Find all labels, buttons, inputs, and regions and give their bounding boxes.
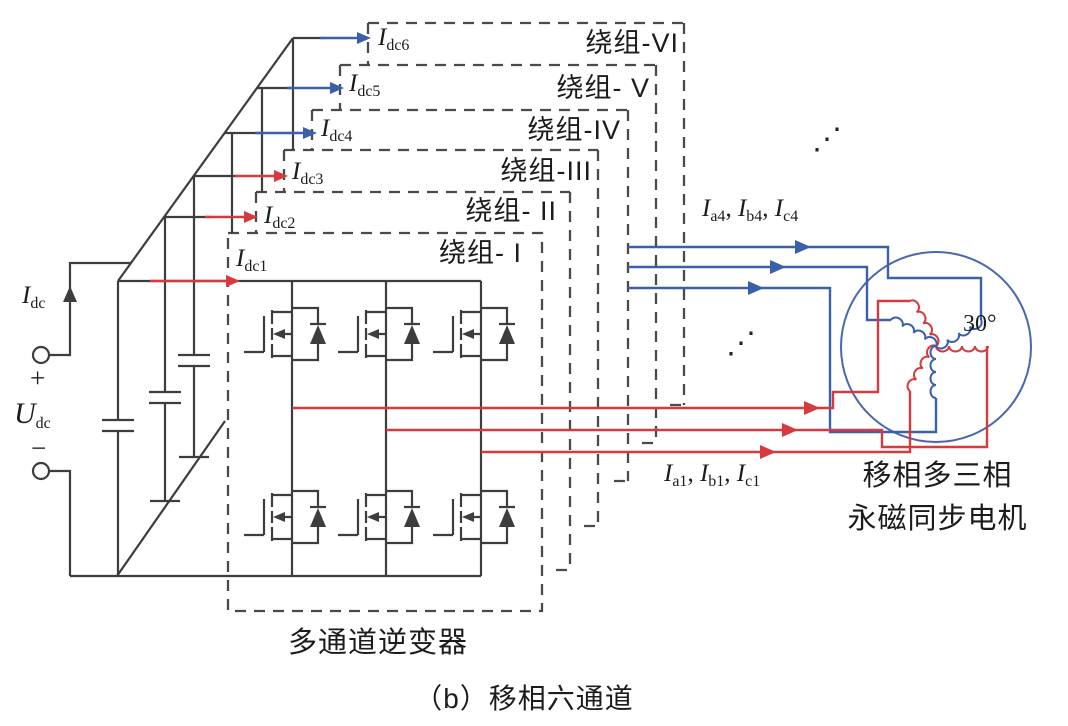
label-idc: Idc bbox=[22, 282, 46, 312]
label-idc1: Idc1 bbox=[236, 245, 268, 275]
minus-sign: − bbox=[31, 433, 47, 463]
plus-sign: + bbox=[30, 363, 46, 393]
bus-v2 bbox=[150, 217, 180, 503]
label-idc5: Idc5 bbox=[349, 70, 381, 100]
phase-lines-channel-1 bbox=[292, 299, 989, 454]
motor-circle bbox=[840, 251, 1032, 443]
label-idc2: Idc2 bbox=[264, 202, 296, 232]
label-winding-3: 绕组-III bbox=[500, 156, 592, 186]
label-idc4: Idc4 bbox=[321, 115, 353, 145]
inverter-channel-1 bbox=[290, 281, 483, 576]
capacitor-1 bbox=[102, 418, 134, 433]
mosfet-upper-c bbox=[431, 306, 517, 362]
mosfet-upper-a bbox=[242, 306, 328, 362]
label-udc: Udc bbox=[14, 397, 51, 432]
label-phase-shift-angle: 30° bbox=[963, 311, 997, 337]
mosfet-lower-c bbox=[431, 489, 517, 545]
lower-diagonal bbox=[116, 420, 226, 577]
positive-terminal bbox=[31, 345, 51, 365]
winding-box-6 bbox=[366, 21, 686, 407]
bus-v3 bbox=[179, 176, 209, 459]
figure-caption: （b）移相六通道 bbox=[414, 683, 634, 714]
mosfet-lower-a bbox=[242, 489, 328, 545]
mosfet-upper-b bbox=[336, 306, 422, 362]
winding-box-3 bbox=[282, 148, 600, 528]
winding-box-2 bbox=[254, 190, 572, 572]
mosfet-lower-b bbox=[336, 489, 422, 545]
motor-name-line1: 移相多三相 bbox=[862, 460, 1013, 492]
blue-arrowheads bbox=[748, 240, 811, 295]
capacitor-2 bbox=[149, 390, 181, 405]
label-winding-4: 绕组-IV bbox=[527, 115, 621, 145]
label-phase-currents-1: Ia1, Ib1, Ic1 bbox=[664, 460, 761, 490]
label-winding-1: 绕组- I bbox=[439, 238, 522, 268]
red-arrowheads bbox=[760, 401, 820, 459]
motor-name-line2: 永磁同步电机 bbox=[847, 503, 1028, 535]
upper-diagonal bbox=[117, 37, 294, 282]
motor bbox=[840, 251, 1032, 443]
negative-terminal bbox=[31, 461, 51, 481]
idc-arrow bbox=[63, 286, 77, 302]
winding-box-1-inverter-box bbox=[226, 231, 544, 613]
ellipsis-top: ⋰ bbox=[812, 123, 842, 156]
label-phase-currents-4: Ia4, Ib4, Ic4 bbox=[702, 195, 799, 225]
label-idc3: Idc3 bbox=[292, 158, 324, 188]
dc-bus-fanout bbox=[70, 36, 481, 578]
capacitor-3 bbox=[178, 353, 210, 368]
label-winding-5: 绕组- V bbox=[556, 73, 650, 103]
ellipsis-bottom: ⋰ bbox=[726, 327, 756, 360]
winding-boxes bbox=[226, 21, 686, 613]
channel-current-arrows bbox=[150, 32, 371, 287]
label-winding-2: 绕组- II bbox=[465, 196, 557, 226]
winding-box-4 bbox=[310, 108, 630, 483]
label-winding-6: 绕组-VI bbox=[585, 28, 679, 58]
dc-source bbox=[31, 261, 131, 576]
label-idc6: Idc6 bbox=[378, 24, 410, 54]
label-inverter: 多通道逆变器 bbox=[288, 627, 469, 659]
